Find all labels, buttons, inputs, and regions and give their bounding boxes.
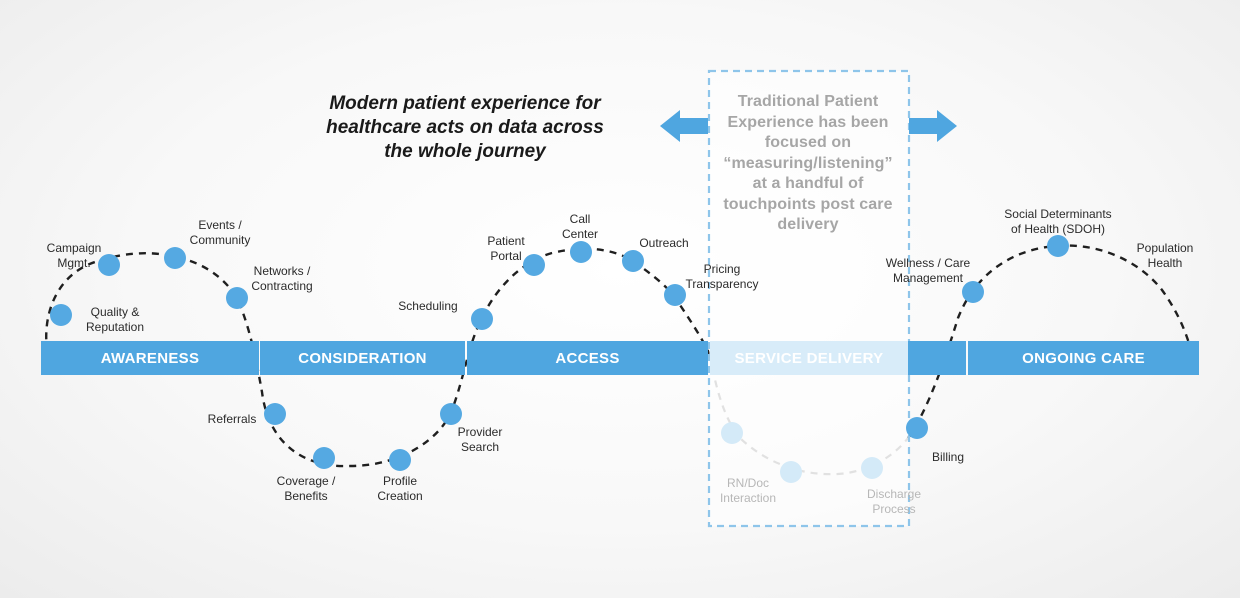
touchpoint-label-line: Coverage / [276,474,336,488]
touchpoint-label-line: Search [460,440,500,454]
touchpoint-label-line: Health [1147,256,1183,270]
touchpoint-label-line: Discharge [866,487,922,501]
touchpoint-dot [721,422,743,444]
touchpoint-label: Billing [932,450,964,465]
touchpoint-label-line: Benefits [284,489,328,503]
touchpoint-label: Coverage /Benefits [277,474,336,504]
stage-band-service-delivery: SERVICE DELIVERY [710,341,908,375]
headline-line: the whole journey [384,141,546,162]
touchpoint-label-line: Process [872,502,916,516]
touchpoint-dot [50,304,72,326]
touchpoint-label-line: Patient [487,234,525,248]
touchpoint-dot [389,449,411,471]
callout-line: delivery [777,216,839,233]
callout-line: focused on [764,134,852,151]
touchpoint-label-line: Call [569,212,591,226]
touchpoint-label-line: Pricing [703,262,741,276]
callout-line: Experience has been [727,113,889,131]
touchpoint-label-line: Provider [457,425,503,439]
touchpoint-dot [780,461,802,483]
headline-line: healthcare acts on data across [326,117,604,138]
touchpoint-label-line: Campaign [46,241,102,255]
touchpoint-dot [861,457,883,479]
stage-band-awareness: AWARENESS [41,341,259,375]
touchpoint-label-line: Mgmt. [57,256,91,270]
touchpoint-dot [471,308,493,330]
touchpoint-label-line: Community [189,233,251,247]
touchpoint-dot [523,254,545,276]
touchpoint-label-line: RN/Doc [726,476,770,490]
touchpoint-label: Quality &Reputation [86,305,144,335]
touchpoint-dot [962,281,984,303]
touchpoint-label-line: Profile [382,474,418,488]
touchpoint-dot [440,403,462,425]
stage-band-connector [908,341,966,375]
touchpoint-label-line: Scheduling [398,299,458,313]
stage-band-ongoing-care: ONGOING CARE [968,341,1199,375]
touchpoint-label-line: Outreach [639,236,689,250]
touchpoint-label: Networks /Contracting [251,264,312,294]
touchpoint-label-line: Social Determinants [1004,207,1112,221]
traditional-experience-callout: Traditional Patient Experience has been … [712,92,904,236]
touchpoint-dot [664,284,686,306]
stage-band-access: ACCESS [467,341,708,375]
touchpoint-dot [313,447,335,469]
callout-line: touchpoints post care [723,195,893,213]
touchpoint-label-line: Interaction [719,491,777,505]
touchpoint-dot [226,287,248,309]
touchpoint-label-line: Networks / [253,264,311,278]
touchpoint-label: Events /Community [190,218,251,248]
headline-line: Modern patient experience for [329,93,601,114]
touchpoint-label-line: Transparency [685,277,759,291]
touchpoint-dot [264,403,286,425]
touchpoint-label-line: Events / [198,218,242,232]
touchpoint-label-line: Management [892,271,964,285]
touchpoint-label: Outreach [639,236,688,251]
touchpoint-dot [1047,235,1069,257]
touchpoint-label-line: Referrals [207,412,257,426]
stage-band-consideration: CONSIDERATION [260,341,465,375]
journey-curve [45,247,712,468]
right-arrow-icon [909,110,957,142]
touchpoint-label-line: Population [1136,241,1194,255]
touchpoint-dot [570,241,592,263]
touchpoint-label-line: of Health (SDOH) [1010,222,1106,236]
touchpoint-label-line: Creation [377,489,423,503]
touchpoint-dot [622,250,644,272]
touchpoint-label: Referrals [208,412,257,427]
touchpoint-label-line: Quality & [90,305,140,319]
traditional-experience-box [707,69,911,528]
touchpoint-dot [164,247,186,269]
touchpoint-label-line: Billing [931,450,965,464]
touchpoint-label-line: Reputation [85,320,145,334]
callout-line: “measuring/listening” [723,154,893,172]
headline: Modern patient experience for healthcare… [300,92,630,164]
touchpoint-dot [906,417,928,439]
callout-line: Traditional Patient [737,93,879,110]
touchpoint-label: Scheduling [398,299,457,314]
callout-line: at a handful of [752,175,864,192]
touchpoint-label-line: Contracting [251,279,313,293]
touchpoint-label-line: Portal [490,249,522,263]
left-arrow-icon [660,110,708,142]
touchpoint-label-line: Wellness / Care [885,256,971,270]
touchpoint-dot [98,254,120,276]
touchpoint-label-line: Center [561,227,599,241]
